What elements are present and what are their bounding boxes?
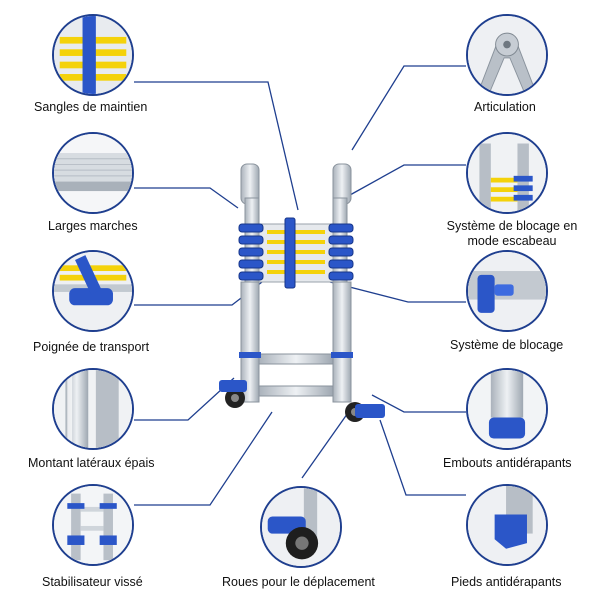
foot-closeup bbox=[466, 484, 548, 566]
connector-blocage bbox=[329, 281, 466, 303]
label-pieds: Pieds antidérapants bbox=[451, 575, 562, 589]
connector-embouts bbox=[371, 394, 466, 413]
connector-articulation bbox=[351, 65, 466, 151]
label-sangles: Sangles de maintien bbox=[34, 100, 148, 114]
tube-closeup bbox=[52, 368, 134, 450]
stabilizer-closeup bbox=[52, 484, 134, 566]
wheel-closeup bbox=[260, 486, 342, 568]
step-closeup bbox=[52, 132, 134, 214]
lock-escabeau-closeup bbox=[466, 132, 548, 214]
connector-montant bbox=[134, 377, 235, 421]
hinge-closeup bbox=[466, 14, 548, 96]
connector-stabilisateur bbox=[134, 411, 273, 506]
lock-closeup bbox=[466, 250, 548, 332]
connector-sangles bbox=[134, 81, 299, 211]
connector-roues bbox=[301, 409, 351, 479]
label-marches: Larges marches bbox=[48, 219, 138, 233]
label-roues: Roues pour le déplacement bbox=[222, 575, 375, 589]
label-embouts: Embouts antidérapants bbox=[443, 456, 572, 470]
handle-closeup bbox=[52, 250, 134, 332]
ladder-image bbox=[219, 163, 385, 422]
label-escabeau: Système de blocage en mode escabeau bbox=[446, 219, 578, 248]
connector-escabeau bbox=[349, 164, 466, 196]
connector-pieds bbox=[379, 419, 466, 496]
label-montant: Montant latéraux épais bbox=[28, 456, 155, 470]
label-poignee: Poignée de transport bbox=[33, 340, 150, 354]
label-articulation: Articulation bbox=[474, 100, 536, 114]
endcap-closeup bbox=[466, 368, 548, 450]
label-blocage: Système de blocage bbox=[450, 338, 564, 352]
connector-marches bbox=[134, 187, 239, 209]
strap-closeup bbox=[52, 14, 134, 96]
label-stabilisateur: Stabilisateur vissé bbox=[42, 575, 143, 589]
